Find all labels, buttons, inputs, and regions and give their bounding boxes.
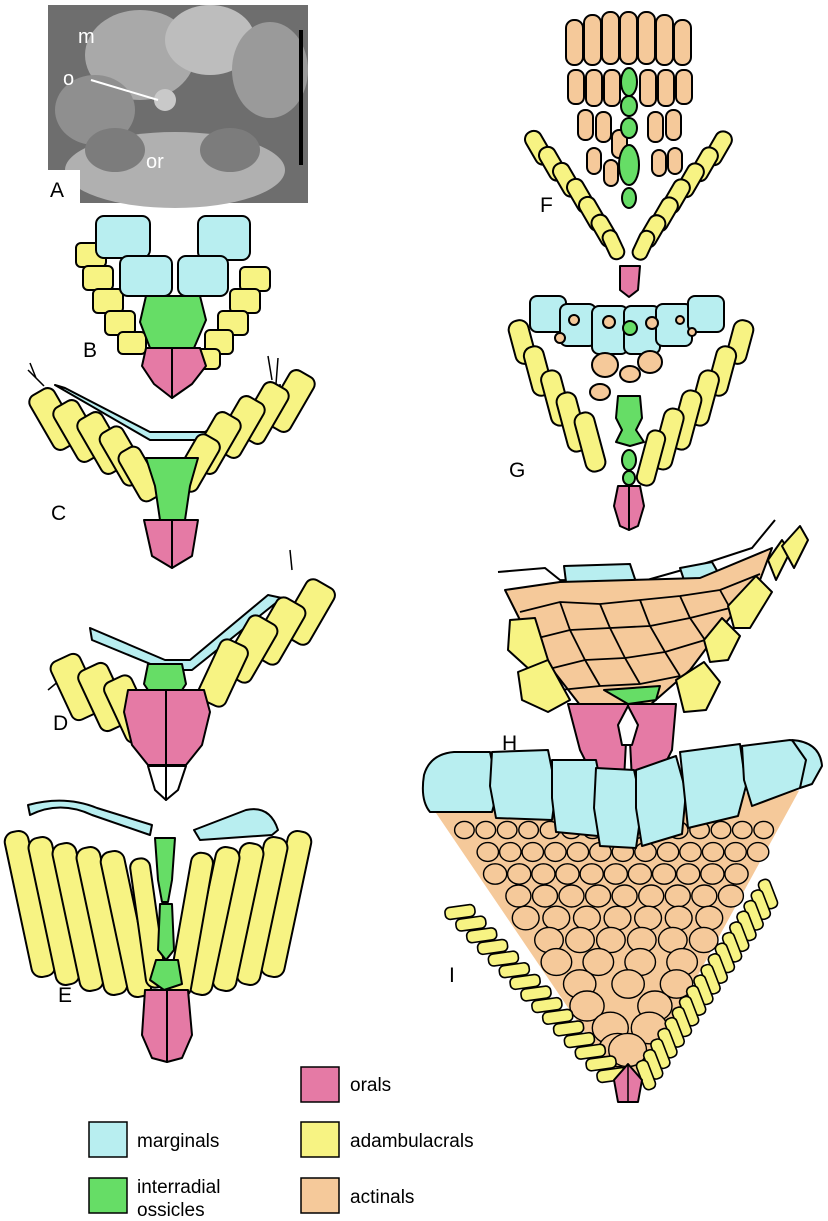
legend: marginals interradial ossicles orals ada… <box>89 1067 474 1221</box>
legend-label-interradial-2: ossicles <box>137 1200 205 1221</box>
legend-label-marginals: marginals <box>137 1131 219 1152</box>
legend-swatch-orals <box>301 1067 339 1102</box>
panel-e-letter: E <box>58 984 72 1007</box>
panel-a-photo: m o or A <box>48 5 308 208</box>
panel-i-letter: I <box>449 964 455 987</box>
legend-swatch-actinals <box>301 1178 339 1213</box>
panel-d-letter: D <box>53 712 68 735</box>
panel-e: E <box>3 801 313 1062</box>
legend-swatch-interradial <box>89 1178 127 1213</box>
panel-b: B <box>76 216 270 398</box>
legend-swatch-adambulacrals <box>301 1122 339 1157</box>
panel-c-letter: C <box>51 502 66 525</box>
panel-f: F <box>522 12 735 297</box>
panel-d: D <box>48 550 338 800</box>
legend-label-interradial-1: interradial <box>137 1177 220 1198</box>
panel-b-letter: B <box>83 339 97 362</box>
panel-g-letter: G <box>509 459 525 482</box>
panel-a-label-or: or <box>146 151 164 173</box>
legend-label-actinals: actinals <box>350 1187 414 1208</box>
legend-swatch-marginals <box>89 1122 127 1157</box>
panel-g: G <box>507 296 756 530</box>
panel-a-letter: A <box>50 179 64 202</box>
panel-i: I <box>423 740 822 1102</box>
panel-a-label-o: o <box>63 68 74 90</box>
panel-f-letter: F <box>540 194 553 217</box>
legend-label-orals: orals <box>350 1075 391 1096</box>
legend-label-adambulacrals: adambulacrals <box>350 1131 474 1152</box>
panel-a-label-m: m <box>78 26 95 48</box>
